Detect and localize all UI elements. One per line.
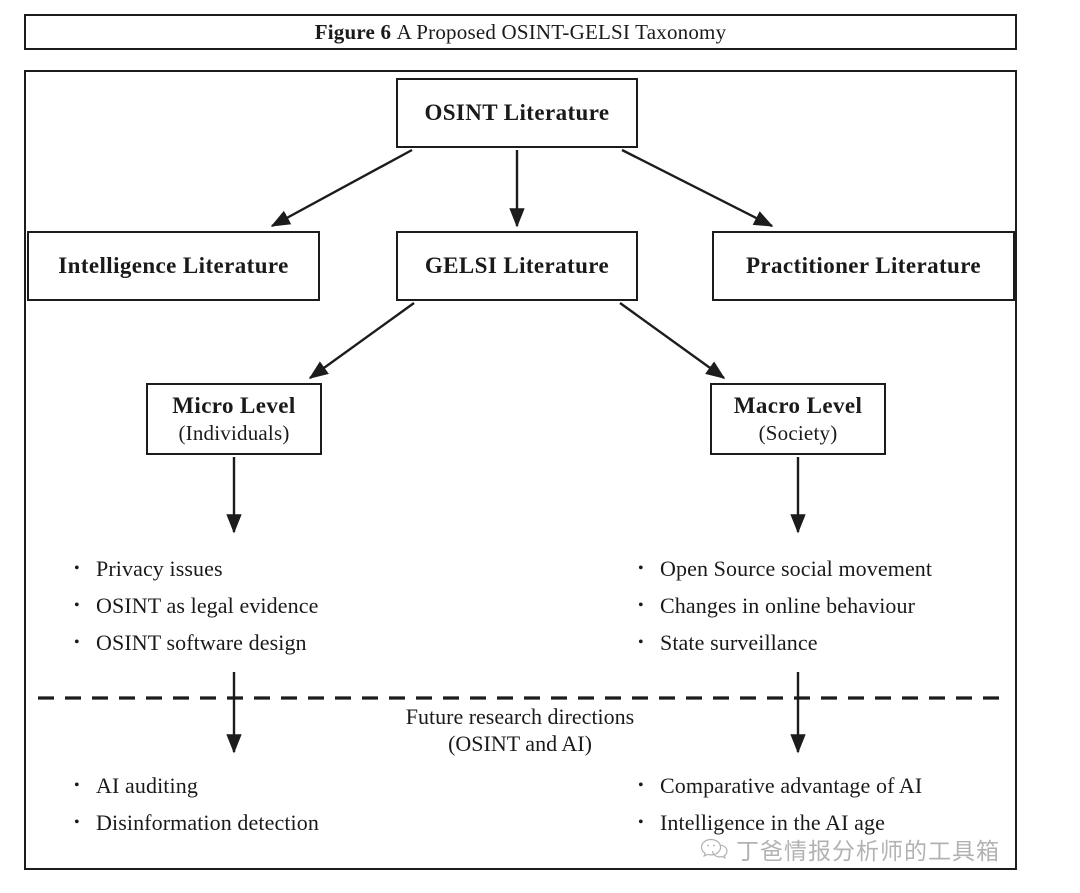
macro-future-topics-list: • Comparative advantage of AI • Intellig… (638, 775, 922, 849)
figure-title-box: Figure 6 A Proposed OSINT-GELSI Taxonomy (24, 14, 1017, 50)
bullet-dot-icon: • (638, 814, 644, 831)
bullet-dot-icon: • (638, 560, 644, 577)
list-item-label: Intelligence in the AI age (660, 810, 885, 835)
list-item: • Intelligence in the AI age (638, 812, 922, 834)
list-item: • Changes in online behaviour (638, 595, 932, 617)
micro-future-topics-list: • AI auditing • Disinformation detection (74, 775, 319, 849)
list-item-label: Changes in online behaviour (660, 593, 916, 618)
figure-caption: A Proposed OSINT-GELSI Taxonomy (396, 19, 727, 44)
bullet-dot-icon: • (74, 777, 80, 794)
node-macro-level-sublabel: (Society) (758, 420, 838, 445)
list-item: • Disinformation detection (74, 812, 319, 834)
node-practitioner-literature[interactable]: Practitioner Literature (712, 231, 1015, 301)
node-osint-literature-label: OSINT Literature (424, 99, 610, 125)
bullet-dot-icon: • (638, 777, 644, 794)
node-gelsi-literature-label: GELSI Literature (424, 252, 610, 278)
figure-label: Figure 6 (314, 19, 392, 44)
list-item-label: OSINT software design (96, 630, 307, 655)
bullet-dot-icon: • (74, 597, 80, 614)
bullet-dot-icon: • (74, 560, 80, 577)
list-item-label: Comparative advantage of AI (660, 773, 923, 798)
future-research-caption: Future research directions (OSINT and AI… (330, 704, 710, 758)
node-practitioner-literature-label: Practitioner Literature (745, 252, 982, 278)
list-item-label: State surveillance (660, 630, 818, 655)
list-item: • Comparative advantage of AI (638, 775, 922, 797)
list-item: • OSINT software design (74, 632, 318, 654)
node-micro-level[interactable]: Micro Level (Individuals) (146, 383, 322, 455)
list-item: • OSINT as legal evidence (74, 595, 318, 617)
node-macro-level[interactable]: Macro Level (Society) (710, 383, 886, 455)
node-intelligence-literature-label: Intelligence Literature (58, 252, 289, 278)
list-item-label: Disinformation detection (96, 810, 319, 835)
list-item-label: Open Source social movement (660, 556, 933, 581)
diagram-frame (24, 70, 1017, 870)
node-micro-level-label: Micro Level (172, 393, 296, 419)
node-osint-literature[interactable]: OSINT Literature (396, 78, 638, 148)
list-item: • Open Source social movement (638, 558, 932, 580)
list-item-label: OSINT as legal evidence (96, 593, 319, 618)
bullet-dot-icon: • (638, 597, 644, 614)
list-item-label: Privacy issues (96, 556, 223, 581)
future-research-caption-line1: Future research directions (405, 704, 635, 729)
node-intelligence-literature[interactable]: Intelligence Literature (27, 231, 320, 301)
node-gelsi-literature[interactable]: GELSI Literature (396, 231, 638, 301)
figure-title-text: Figure 6 A Proposed OSINT-GELSI Taxonomy (315, 20, 727, 45)
list-item: • State surveillance (638, 632, 932, 654)
future-research-caption-line2: (OSINT and AI) (448, 730, 592, 756)
macro-current-topics-list: • Open Source social movement • Changes … (638, 558, 932, 669)
micro-current-topics-list: • Privacy issues • OSINT as legal eviden… (74, 558, 318, 669)
list-item: • AI auditing (74, 775, 319, 797)
bullet-dot-icon: • (74, 814, 80, 831)
bullet-dot-icon: • (638, 634, 644, 651)
node-macro-level-label: Macro Level (733, 393, 863, 419)
bullet-dot-icon: • (74, 634, 80, 651)
list-item: • Privacy issues (74, 558, 318, 580)
list-item-label: AI auditing (96, 773, 198, 798)
node-micro-level-sublabel: (Individuals) (178, 420, 290, 445)
